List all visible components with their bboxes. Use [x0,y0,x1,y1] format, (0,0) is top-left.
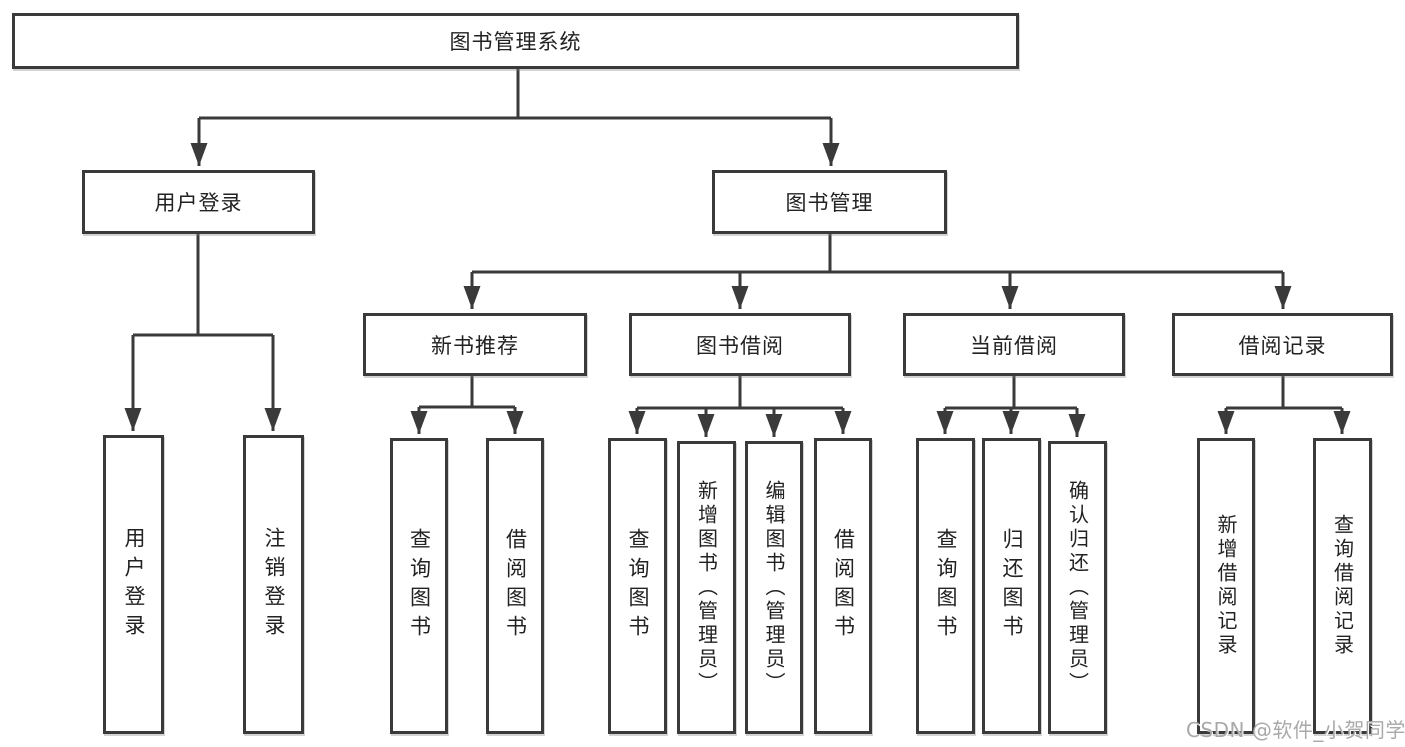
node-confirm-return-admin: 确认归还（管理员） [1048,441,1107,734]
node-user-login: 用户登录 [82,170,315,234]
node-label: 归还图书 [1000,528,1024,644]
node-label: 借阅图书 [503,528,528,644]
node-label: 图书借阅 [696,333,784,358]
node-edit-books-admin: 编辑图书（管理员） [745,441,803,734]
node-book-management: 图书管理 [712,170,947,234]
node-label: 新增借阅记录 [1214,514,1238,658]
node-logout-leaf: 注销登录 [243,435,304,734]
node-add-books-admin: 新增图书（管理员） [677,441,736,734]
node-label: 图书管理 [785,191,874,215]
node-query-borrow-record: 查询借阅记录 [1313,438,1372,734]
node-label: 查询借阅记录 [1330,514,1355,658]
node-label: 当前借阅 [970,333,1058,358]
node-add-borrow-record: 新增借阅记录 [1197,438,1255,734]
node-label: 用户登录 [122,526,146,643]
node-label: 用户登录 [154,191,243,215]
node-label: 查询图书 [626,528,650,644]
node-query-books-1: 查询图书 [390,438,448,734]
node-borrow-books-1: 借阅图书 [486,438,544,734]
node-label: 确认归还（管理员） [1065,479,1090,696]
node-label: 注销登录 [262,526,286,643]
node-label: 新增图书（管理员） [694,479,719,696]
node-borrow-books-2: 借阅图书 [814,438,872,734]
csdn-watermark: CSDN @软件_小贺同学 [1186,718,1405,742]
node-library-management-system: 图书管理系统 [12,13,1019,69]
node-borrowing-records: 借阅记录 [1172,313,1393,376]
node-current-borrowing: 当前借阅 [903,313,1125,376]
node-label: 查询图书 [407,528,432,644]
node-label: 借阅记录 [1238,333,1327,358]
node-user-login-leaf: 用户登录 [103,435,164,734]
node-query-books-2: 查询图书 [608,438,667,734]
node-label: 图书管理系统 [449,30,582,54]
node-return-books: 归还图书 [982,438,1041,734]
node-label: 查询图书 [934,528,958,644]
node-new-book-recommendation: 新书推荐 [363,313,587,376]
node-label: 编辑图书（管理员） [762,479,786,696]
node-label: 新书推荐 [431,333,519,358]
node-label: 借阅图书 [831,528,856,644]
node-book-borrowing: 图书借阅 [629,313,851,376]
node-query-books-3: 查询图书 [916,438,975,734]
